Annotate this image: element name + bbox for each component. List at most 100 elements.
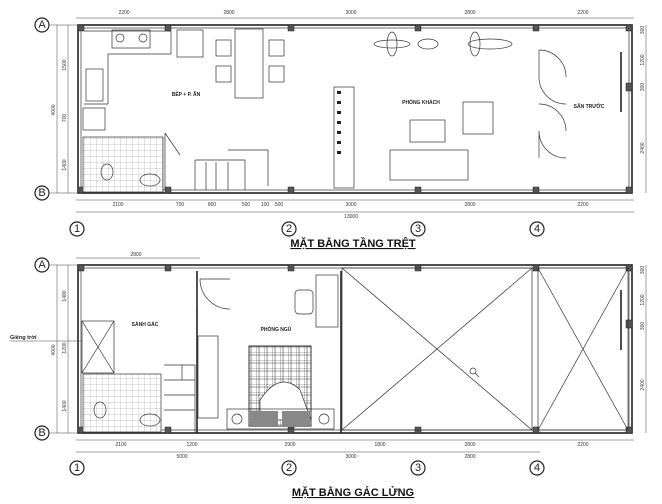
svg-text:1200: 1200 (186, 442, 197, 448)
svg-text:2900: 2900 (284, 442, 295, 448)
svg-text:700: 700 (62, 114, 68, 123)
front-door (538, 49, 567, 159)
svg-text:4: 4 (534, 462, 540, 474)
svg-text:2100: 2100 (115, 442, 126, 448)
svg-text:300: 300 (640, 322, 646, 331)
bathroom (82, 373, 162, 433)
svg-text:3: 3 (415, 223, 421, 235)
kitchen-counter (84, 30, 172, 105)
svg-text:4: 4 (534, 223, 540, 235)
svg-text:1400: 1400 (62, 400, 68, 411)
svg-text:2200: 2200 (577, 442, 588, 448)
motorbike-icon (467, 31, 513, 57)
svg-text:100: 100 (261, 202, 270, 208)
chair (215, 65, 232, 83)
cabinet (176, 29, 204, 58)
chair (268, 65, 285, 83)
room-label-living: PHÒNG KHÁCH (402, 98, 440, 106)
fridge-icon (82, 107, 106, 131)
svg-text:300: 300 (640, 26, 646, 35)
svg-text:2400: 2400 (640, 379, 646, 390)
headboard (226, 408, 335, 430)
sink-icon (85, 68, 104, 102)
shelf (333, 86, 355, 189)
svg-text:800: 800 (208, 202, 217, 208)
chair (294, 289, 314, 315)
svg-text:500: 500 (275, 202, 284, 208)
svg-text:1: 1 (74, 223, 80, 235)
svg-text:2: 2 (286, 462, 292, 474)
washbasin-icon (139, 413, 161, 427)
svg-text:1500: 1500 (62, 59, 68, 70)
room-label-kitchen: BẾP + P. ĂN (172, 91, 201, 98)
sofa (389, 149, 469, 181)
skylight (81, 320, 115, 374)
svg-text:3000: 3000 (345, 10, 356, 16)
svg-text:2200: 2200 (118, 10, 129, 16)
svg-text:13000: 13000 (344, 214, 358, 220)
double-height-void (341, 267, 629, 431)
dimensions: 2200 2800 3000 2800 2200 2100 700 800 50… (51, 10, 646, 220)
svg-text:5000: 5000 (176, 454, 187, 460)
staircase (164, 132, 246, 190)
room-label-bedroom: PHÒNG NGỦ (261, 325, 292, 333)
svg-text:2800: 2800 (464, 454, 475, 460)
outer-wall (77, 264, 633, 434)
armchair (462, 101, 494, 135)
room-label-hall: SẢNH GÁC (132, 321, 159, 328)
svg-text:300: 300 (640, 266, 646, 275)
svg-text:1200: 1200 (640, 54, 646, 65)
mezzanine-title: MẶT BẰNG GÁC LỬNG (292, 486, 414, 499)
bathroom (82, 136, 164, 193)
svg-text:3000: 3000 (345, 454, 356, 460)
svg-text:1200: 1200 (62, 342, 68, 353)
coffee-table (409, 119, 446, 143)
svg-text:300: 300 (640, 83, 646, 92)
washbasin-icon (139, 173, 161, 187)
chair (215, 39, 232, 57)
ground-floor-plan: BẾP + P. ĂN PHÒNG KHÁCH SÂN TRƯỚC 2200 2… (34, 10, 647, 250)
grid-bubbles: A B 1 2 3 4 (34, 257, 545, 476)
dimensions: 2800 2100 1200 2900 1800 2800 2200 5000 … (51, 252, 646, 460)
staircase (164, 364, 196, 433)
outer-wall (77, 24, 633, 194)
structural-columns (77, 24, 633, 194)
desk (315, 274, 339, 328)
svg-text:1200: 1200 (640, 294, 646, 305)
motorbike-icon (373, 31, 439, 57)
svg-text:B: B (38, 187, 45, 199)
toilet-icon (93, 401, 107, 419)
svg-text:B: B (38, 427, 45, 439)
svg-text:2800: 2800 (130, 252, 141, 258)
mezzanine-plan: SẢNH GÁC PHÒNG NGỦ Giếng trời 2800 2100 … (10, 252, 647, 499)
svg-text:2400: 2400 (640, 142, 646, 153)
room-label-front-yard: SÂN TRƯỚC (574, 102, 605, 110)
wardrobe (197, 335, 219, 419)
svg-text:1800: 1800 (374, 442, 385, 448)
dining-table (234, 28, 264, 99)
svg-text:3000: 3000 (345, 202, 356, 208)
svg-text:3: 3 (415, 462, 421, 474)
stove-icon (111, 29, 151, 49)
svg-text:2200: 2200 (577, 10, 588, 16)
ground-floor-title: MẶT BẰNG TẦNG TRỆT (290, 237, 416, 250)
svg-text:4000: 4000 (51, 104, 57, 115)
svg-text:1400: 1400 (62, 159, 68, 170)
svg-text:2800: 2800 (464, 202, 475, 208)
chair (268, 39, 285, 57)
svg-text:4000: 4000 (51, 344, 57, 355)
svg-text:700: 700 (176, 202, 185, 208)
grid-bubbles: A B 1 2 3 4 (34, 17, 545, 237)
svg-text:500: 500 (242, 202, 251, 208)
toilet-icon (100, 163, 114, 181)
svg-text:2200: 2200 (577, 202, 588, 208)
skylight-label: Giếng trời (10, 334, 37, 341)
svg-text:2800: 2800 (223, 10, 234, 16)
svg-text:2: 2 (286, 223, 292, 235)
svg-text:A: A (38, 259, 46, 271)
svg-text:1400: 1400 (62, 290, 68, 301)
svg-text:A: A (38, 19, 46, 31)
svg-text:1: 1 (74, 462, 80, 474)
svg-text:2800: 2800 (464, 10, 475, 16)
